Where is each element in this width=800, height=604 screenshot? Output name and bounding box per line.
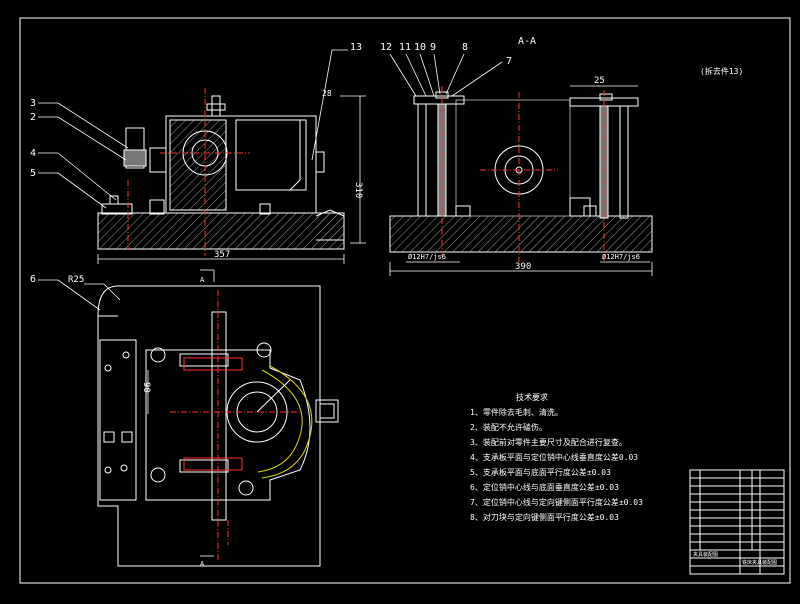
note-item-3: 3、装配前对零件主要尺寸及配合进行复查。 (470, 438, 627, 447)
section-label: A-A (518, 36, 536, 47)
part-num-10: 10 (414, 42, 426, 53)
view-note: (拆去件13) (700, 66, 743, 76)
front-clamp-block (125, 127, 145, 169)
title-label-left: 夹具装配图 (693, 551, 718, 558)
plan-right-boss (315, 399, 339, 423)
front-screw-a (149, 199, 165, 215)
front-base-plate (97, 212, 345, 250)
part-num-9: 9 (430, 42, 436, 53)
front-view: 357 310 13 28 (97, 42, 366, 264)
notes-title: 技术要求 (516, 393, 548, 402)
front-right-bracket (315, 151, 325, 173)
section-mark-top: A (200, 276, 205, 284)
note-item-1: 1、零件除去毛刺、清洗。 (470, 408, 563, 417)
part-num-13: 13 (350, 42, 362, 53)
side-column (455, 99, 571, 217)
dim-plan: 90 (141, 382, 151, 393)
dim-front-width: 357 (214, 250, 230, 260)
note-item-6: 6、定位销中心线与底面垂直度公差±0.03 (470, 483, 619, 492)
part-callouts-top: 12 11 10 9 8 7 (380, 42, 512, 97)
part-num-11: 11 (399, 42, 411, 53)
note-item-7: 7、定位销中心线与定向键侧面平行度公差±0.03 (470, 498, 643, 507)
side-right-rod-b (619, 105, 629, 219)
note-item-4: 4、支承板平面与定位销中心线垂直度公差0.03 (470, 453, 639, 462)
dim-side-width: 390 (515, 262, 531, 272)
note-item-8: 8、对刀块与定向键侧面平行度公差±0.03 (470, 513, 619, 522)
note-item-2: 2、装配不允许磕伤。 (470, 423, 547, 432)
side-base-plate (389, 215, 653, 253)
front-top-bolt (211, 95, 221, 117)
front-column-section (169, 119, 227, 211)
front-cavity (235, 119, 307, 191)
part-callouts-left: 3 2 4 5 (30, 98, 129, 209)
fit-right: Ø12H7/js6 (602, 253, 640, 261)
side-left-rod-a (417, 103, 427, 217)
part-num-12: 12 (380, 42, 392, 53)
title-drawing-name: 铣床夹具装配图 (742, 559, 777, 566)
front-cavity-edge (236, 120, 301, 191)
part-num-4: 4 (30, 148, 36, 159)
fit-left: Ø12H7/js6 (408, 253, 446, 261)
part-num-8: 8 (462, 42, 468, 53)
part-num-7: 7 (506, 56, 512, 67)
part-num-2: 2 (30, 112, 36, 123)
side-top-mark: 28 (322, 89, 332, 98)
plan-left-rail (99, 339, 137, 501)
section-mark-bottom: A (200, 560, 205, 568)
part-num-5: 5 (30, 168, 36, 179)
side-view: 390 Ø12H7/js6 Ø12H7/js6 25 A-A (拆去件13) (389, 36, 743, 276)
front-clamp-spring (123, 149, 147, 167)
front-right-foot (315, 209, 345, 241)
technical-notes: 技术要求 1、零件除去毛刺、清洗。 2、装配不允许磕伤。 3、装配前对零件主要尺… (470, 390, 690, 525)
part-num-6: 6 (30, 274, 36, 285)
dim-side-top: 25 (594, 76, 605, 86)
dim-front-height: 310 (353, 182, 363, 198)
plan-body (145, 349, 311, 501)
part-num-3: 3 (30, 98, 36, 109)
title-block: 铣床夹具装配图 夹具装配图 (689, 469, 785, 575)
dim-radius: R25 (68, 275, 84, 285)
plan-base-outline (97, 285, 321, 567)
plan-arc-highlight (257, 369, 303, 473)
plan-view: 90 R25 6 A A (30, 269, 339, 568)
front-screw-b (259, 203, 271, 215)
plan-clamp-bar (211, 311, 227, 521)
note-item-5: 5、支承板平面与底面平行度公差±0.03 (470, 468, 611, 477)
